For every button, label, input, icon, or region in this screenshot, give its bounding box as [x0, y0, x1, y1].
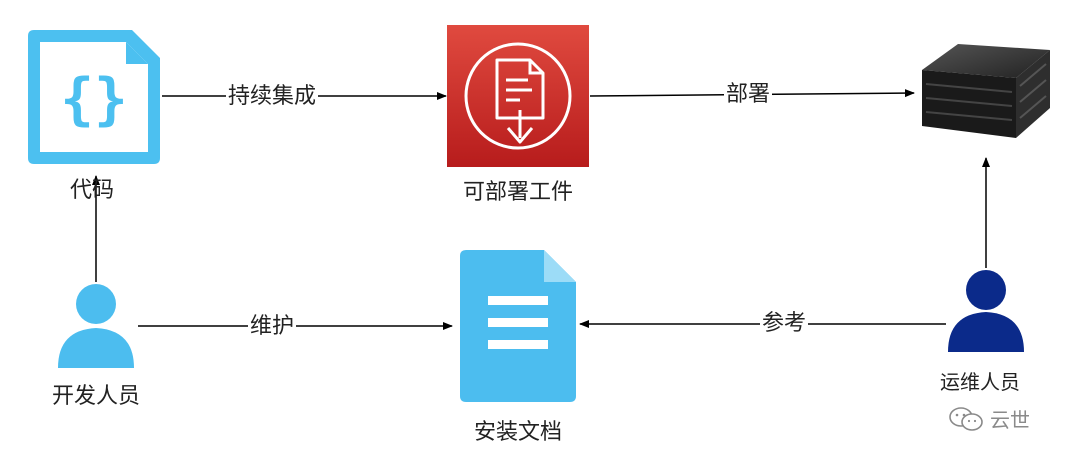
code-file-icon: {} — [28, 30, 160, 164]
ops-label: 运维人员 — [940, 369, 1020, 395]
watermark-text: 云世 — [990, 404, 1030, 433]
server-icon — [922, 44, 1050, 138]
artifact-icon — [447, 25, 589, 167]
code-label: 代码 — [70, 178, 114, 204]
edge-label-deploy: 部署 — [724, 82, 772, 108]
artifact-label: 可部署工件 — [463, 180, 573, 206]
wechat-icon — [948, 406, 984, 432]
edge-label-maintain: 维护 — [248, 314, 296, 340]
install-doc-label: 安装文档 — [474, 420, 562, 446]
ops-person-icon — [948, 270, 1024, 352]
developer-label: 开发人员 — [52, 384, 140, 410]
edge-label-reference: 参考 — [760, 311, 808, 337]
svg-text:{}: {} — [60, 67, 127, 132]
edge-label-ci: 持续集成 — [226, 84, 318, 110]
developer-person-icon — [58, 284, 134, 368]
document-icon — [460, 250, 576, 402]
watermark: 云世 — [948, 404, 1030, 433]
